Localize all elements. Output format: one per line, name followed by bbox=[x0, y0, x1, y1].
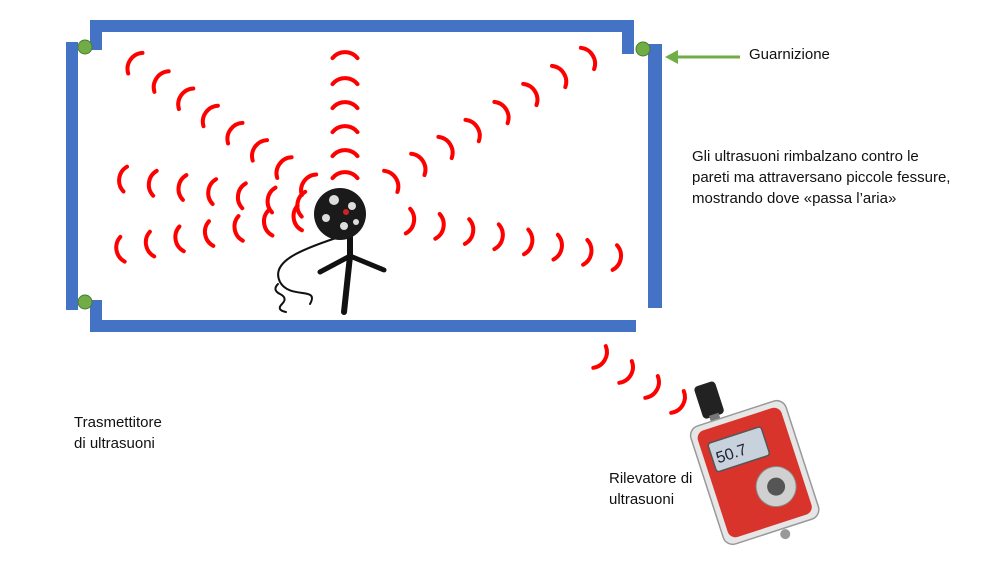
wave-arc bbox=[591, 344, 609, 370]
wall-right bbox=[648, 44, 662, 308]
wave-arc bbox=[617, 359, 635, 385]
wave-arc bbox=[330, 50, 360, 61]
wave-arc bbox=[462, 217, 476, 246]
detector-label: Rilevatore di ultrasuoni bbox=[609, 468, 692, 510]
wave-arc bbox=[521, 81, 540, 108]
wave-arc bbox=[330, 148, 360, 159]
wall-left-stub bbox=[90, 20, 102, 50]
wave-arc bbox=[403, 206, 417, 236]
wave-arc bbox=[581, 238, 594, 267]
wave-arc bbox=[578, 45, 598, 72]
transmitter-label-line: Trasmettitore bbox=[74, 414, 162, 431]
wall-bottom bbox=[90, 320, 636, 332]
detector-label-line: ultrasuoni bbox=[609, 491, 675, 508]
wave-arc bbox=[291, 203, 304, 233]
wave-arc bbox=[610, 243, 623, 272]
wall-top bbox=[90, 20, 632, 32]
gasket-label-text: Guarnizione bbox=[749, 46, 830, 63]
wave-arc bbox=[492, 222, 505, 252]
wave-arc bbox=[522, 227, 535, 257]
wave-arc bbox=[643, 374, 661, 400]
transmitter-device bbox=[274, 188, 387, 315]
wave-arc bbox=[206, 177, 219, 206]
wave-arc bbox=[274, 155, 294, 180]
wave-arc bbox=[235, 181, 248, 211]
wave-arc bbox=[146, 168, 159, 198]
wave-arc bbox=[669, 389, 687, 415]
wave-arc bbox=[409, 151, 428, 178]
gasket-label: Guarnizione bbox=[749, 44, 830, 65]
gasket-dot-top-right bbox=[635, 41, 651, 57]
wave-arc bbox=[551, 232, 564, 262]
wall-right-upper-stub bbox=[622, 20, 634, 54]
wave-arc bbox=[250, 138, 269, 163]
transmitter-label: Trasmettitore di ultrasuoni bbox=[74, 412, 162, 454]
wave-arc bbox=[114, 234, 127, 264]
tripod-icon bbox=[274, 225, 387, 315]
explanation-line: Gli ultrasuoni rimbalzano contro le bbox=[692, 148, 919, 165]
wave-arc bbox=[202, 219, 216, 248]
transmitter-label-line: di ultrasuoni bbox=[74, 435, 155, 452]
wave-arc bbox=[550, 63, 569, 90]
wave-arc bbox=[330, 76, 360, 87]
wave-arc bbox=[151, 69, 171, 94]
wave-arc bbox=[143, 229, 157, 259]
room-walls bbox=[66, 20, 662, 332]
wave-arc bbox=[125, 50, 145, 76]
wave-arc bbox=[262, 208, 275, 238]
wave-arc bbox=[330, 170, 360, 181]
detector-label-line: Rilevatore di bbox=[609, 470, 693, 487]
gasket-dot-bottom-left bbox=[77, 294, 93, 310]
wave-arc bbox=[200, 103, 220, 129]
arrow-left-icon bbox=[665, 50, 740, 64]
wave-arc bbox=[232, 214, 245, 243]
wave-arc bbox=[265, 185, 278, 215]
explanation-text: Gli ultrasuoni rimbalzano contro le pare… bbox=[692, 146, 950, 209]
wave-arc bbox=[330, 124, 360, 135]
wave-arc bbox=[295, 189, 308, 219]
explanation-line: mostrando dove «passa l’aria» bbox=[692, 190, 897, 207]
wave-arc bbox=[173, 224, 186, 254]
explanation-line: pareti ma attraversano piccole fessure, bbox=[692, 169, 951, 186]
wave-arc bbox=[117, 164, 129, 194]
ultrasound-waves bbox=[114, 45, 687, 415]
wave-arc bbox=[330, 100, 360, 111]
wave-arc bbox=[463, 117, 482, 144]
wave-arc bbox=[225, 120, 245, 146]
wave-arc bbox=[433, 212, 446, 241]
transmitter-sphere-icon bbox=[314, 188, 366, 240]
gasket-dots bbox=[77, 39, 651, 310]
wave-arc bbox=[436, 134, 455, 161]
wall-left-upper bbox=[66, 42, 78, 310]
ultrasound-detector-icon: 50.7 bbox=[689, 381, 820, 546]
wave-arc bbox=[176, 173, 189, 202]
wave-arc bbox=[492, 99, 511, 126]
wave-arc bbox=[176, 86, 196, 111]
wave-arc bbox=[382, 168, 401, 194]
gasket-dot-top-left bbox=[77, 39, 93, 55]
